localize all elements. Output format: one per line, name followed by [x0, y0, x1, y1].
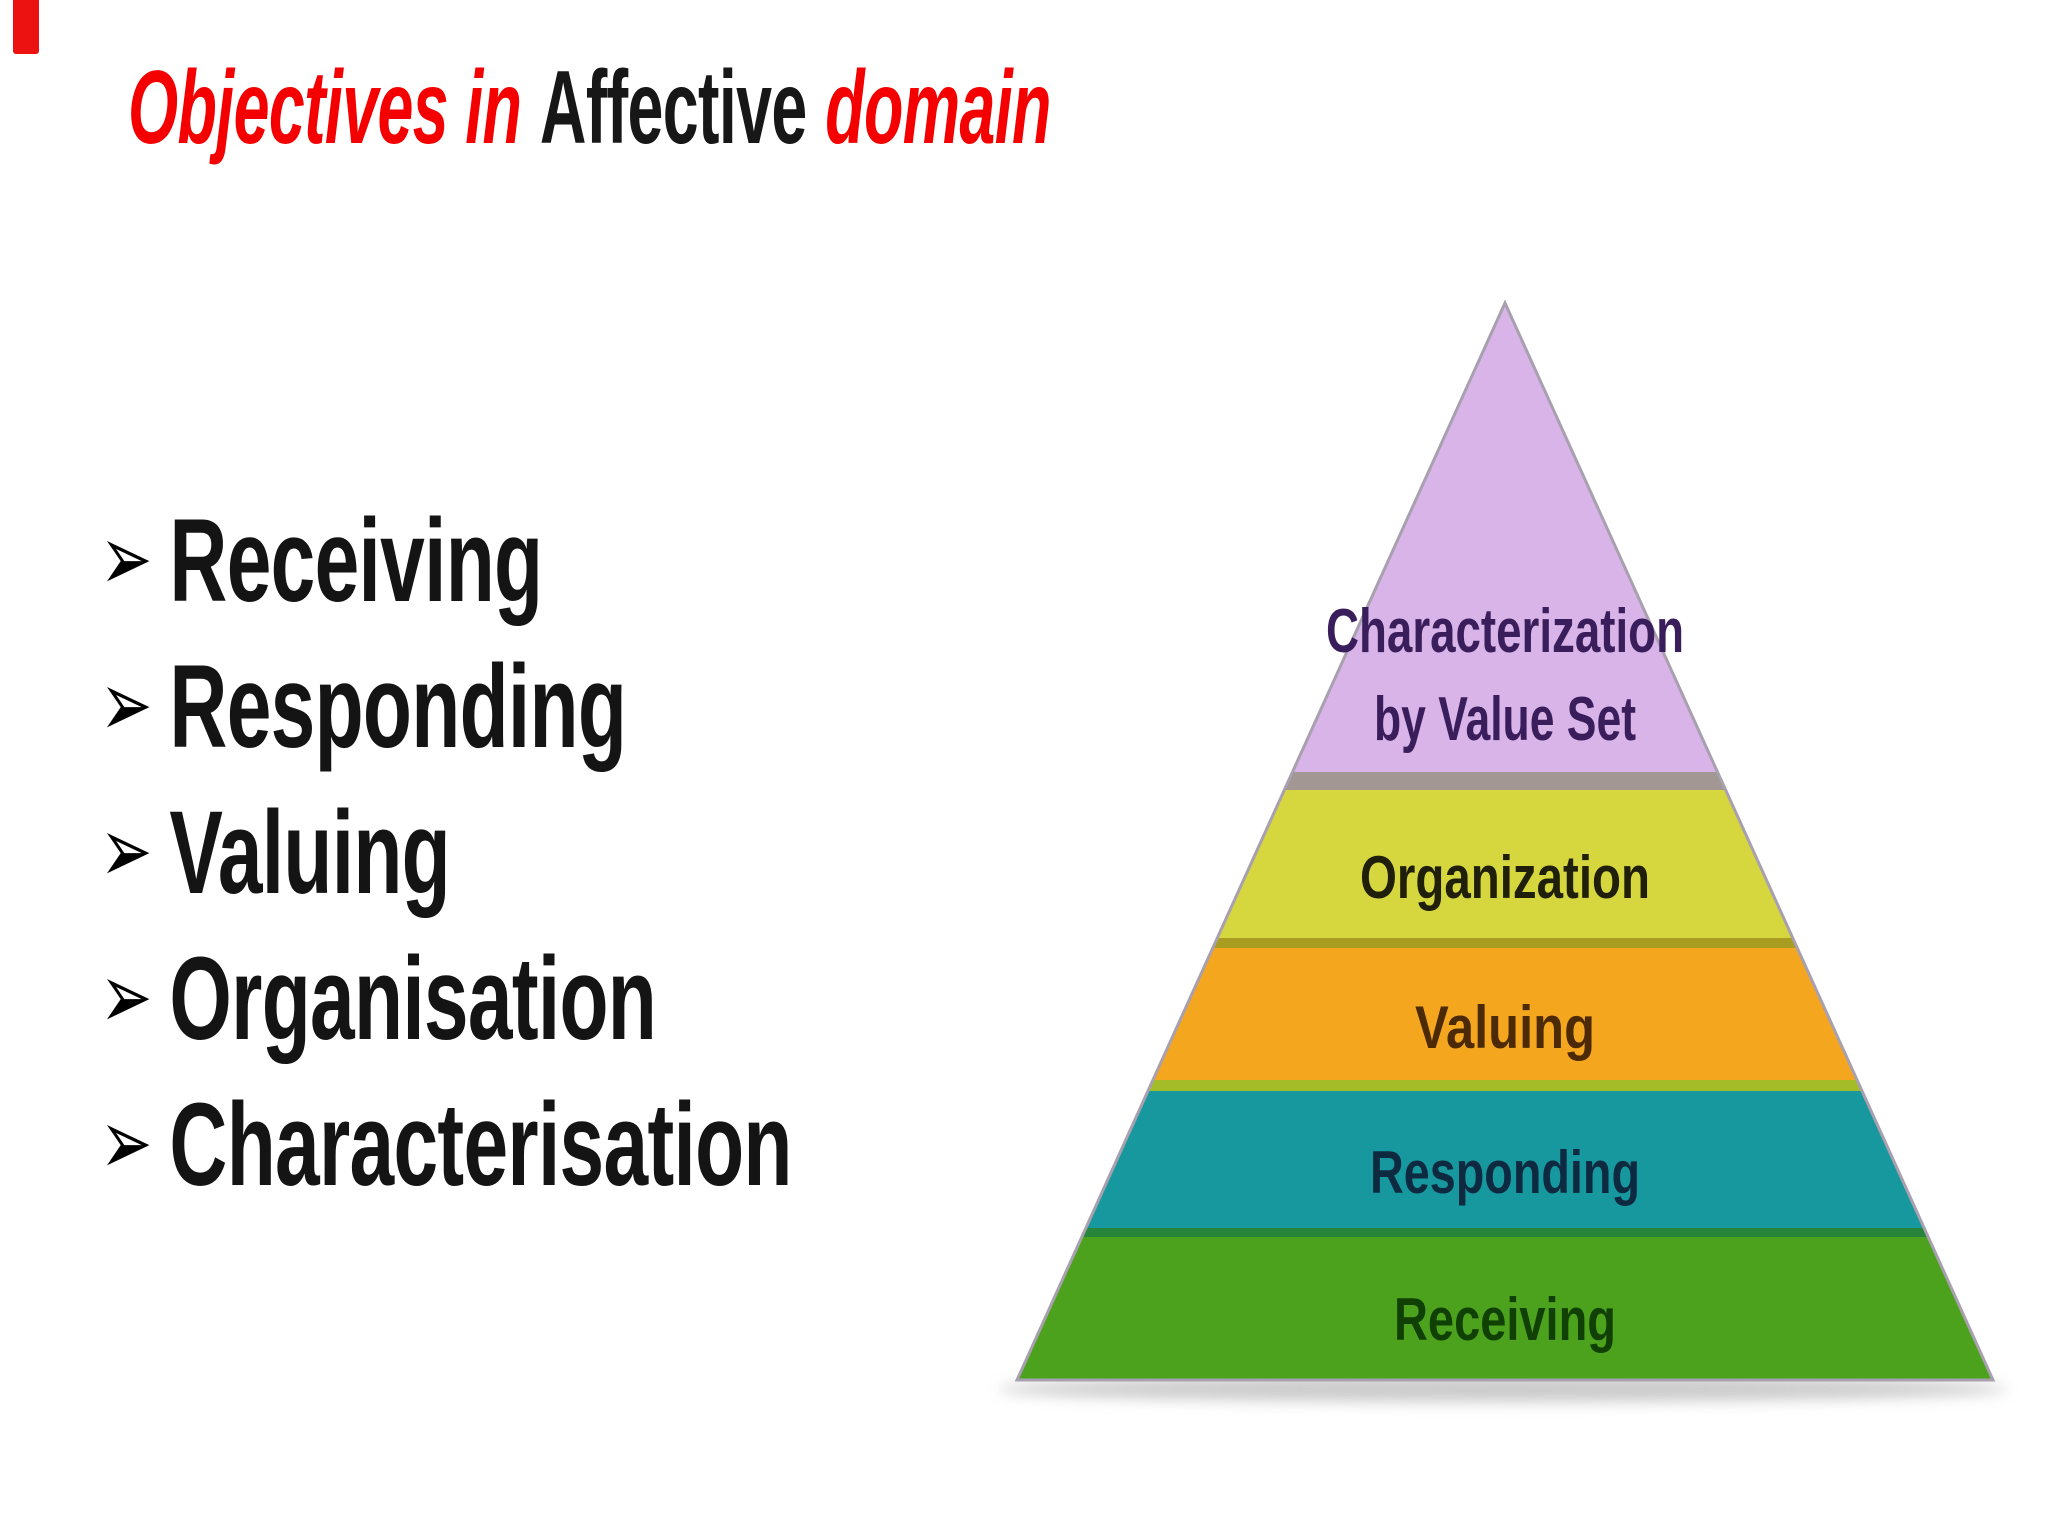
arrow-bullet-icon: ➢	[100, 943, 152, 1050]
title-segment-objectives-in: Objectives in	[128, 50, 522, 166]
list-item-label: Organisation	[169, 933, 657, 1065]
list-item-label: Valuing	[169, 787, 451, 919]
pyramid-level-responding	[1017, 1091, 1993, 1228]
list-item: ➢ Responding	[100, 634, 792, 780]
list-item: ➢ Receiving	[100, 488, 792, 634]
list-item-label: Receiving	[169, 495, 543, 627]
pyramid-label-valuing: Valuing	[1415, 994, 1595, 1061]
pyramid-separator	[1017, 938, 1993, 948]
pyramid-label-characterization-line1: Characterization	[1326, 597, 1684, 666]
pyramid-label-characterization-line2: by Value Set	[1374, 685, 1636, 754]
list-item-label: Responding	[169, 641, 627, 773]
title-segment-affective: Affective	[539, 50, 807, 166]
pyramid-separator	[1017, 1080, 1993, 1091]
arrow-bullet-icon: ➢	[100, 1089, 152, 1196]
corner-artifact-mark	[13, 0, 39, 54]
pyramid-outline	[1014, 299, 1996, 1382]
list-item: ➢ Characterisation	[100, 1072, 792, 1218]
list-item: ➢ Valuing	[100, 780, 792, 926]
pyramid-separator	[1017, 1228, 1993, 1237]
arrow-bullet-icon: ➢	[100, 505, 152, 612]
title-segment-domain: domain	[825, 50, 1051, 166]
pyramid-level-receiving	[1017, 1237, 1993, 1380]
pyramid-label-receiving: Receiving	[1394, 1286, 1616, 1353]
pyramid-separator	[1017, 772, 1993, 790]
arrow-bullet-icon: ➢	[100, 651, 152, 758]
pyramid-label-organization: Organization	[1360, 844, 1650, 911]
bullet-list: ➢ Receiving ➢ Responding ➢ Valuing ➢ Org…	[100, 488, 792, 1218]
arrow-bullet-icon: ➢	[100, 797, 152, 904]
pyramid-base-shadow	[998, 1376, 2008, 1402]
list-item-label: Characterisation	[169, 1079, 792, 1211]
pyramid-label-responding: Responding	[1370, 1139, 1640, 1206]
list-item: ➢ Organisation	[100, 926, 792, 1072]
